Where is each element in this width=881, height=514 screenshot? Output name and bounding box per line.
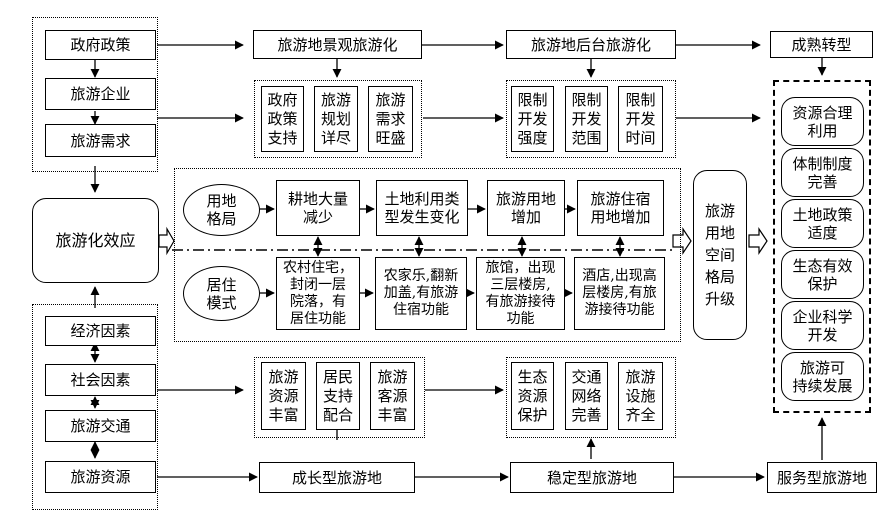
node-living-step-1: 农村住宅， 封闭一层 院落，有 居住功能 — [276, 257, 360, 330]
node-limit-range: 限制 开发 范围 — [565, 86, 608, 152]
row4-group1-frame — [254, 357, 425, 438]
node-enterprise-development: 企业科学 开发 — [781, 301, 864, 350]
node-detailed-planning: 旅游 规划 详尽 — [314, 86, 358, 152]
node-tourism-demand: 旅游需求 — [45, 124, 156, 157]
node-sustainable-tourism: 旅游可 持续发展 — [781, 352, 864, 401]
node-strong-demand: 旅游 需求 旺盛 — [368, 86, 413, 152]
node-institution-improvement: 体制制度 完善 — [781, 148, 864, 197]
node-land-step-3: 旅游用地 增加 — [487, 180, 565, 236]
node-living-step-4: 酒店,出现高 层楼房,有旅 游接待功能 — [574, 257, 665, 330]
node-resident-support: 居民 支持 配合 — [316, 362, 360, 430]
node-tourism-transport: 旅游交通 — [45, 410, 156, 442]
node-mature-transformation: 成熟转型 — [770, 31, 873, 58]
node-spatial-pattern-upgrade: 旅游 用地 空间 格局 升级 — [693, 170, 747, 340]
node-limit-intensity: 限制 开发 强度 — [511, 86, 554, 152]
left-top-factors-frame — [32, 17, 158, 172]
node-service-destination: 服务型旅游地 — [767, 462, 877, 493]
node-backstage-tourismification: 旅游地后台旅游化 — [506, 30, 676, 59]
node-stable-destination: 稳定型旅游地 — [510, 462, 674, 493]
right-outcomes-frame — [773, 80, 871, 413]
node-living-mode: 居住 模式 — [183, 266, 260, 321]
node-tourism-resources: 旅游资源 — [45, 461, 156, 493]
node-tourismification-effect: 旅游化效应 — [32, 198, 159, 283]
node-living-step-2: 农家乐,翻新 加盖,有旅游 住宿功能 — [375, 257, 467, 330]
node-land-policy-moderate: 土地政策 适度 — [781, 199, 864, 248]
node-living-step-3: 旅馆，出现 三层楼房, 有旅游接待 功能 — [476, 257, 565, 330]
node-transport-network: 交通 网络 完善 — [565, 362, 608, 430]
node-facilities-complete: 旅游 设施 齐全 — [618, 362, 663, 430]
node-government-policy: 政府政策 — [45, 30, 156, 60]
middle-process-frame — [174, 168, 681, 342]
node-eco-protection: 生态 资源 保护 — [511, 362, 554, 430]
node-resource-rational-use: 资源合理 利用 — [781, 97, 864, 146]
row2-group2-frame — [506, 80, 676, 158]
node-land-step-1: 耕地大量 减少 — [276, 180, 360, 236]
node-land-pattern: 用地 格局 — [183, 184, 260, 236]
node-landscape-tourismification: 旅游地景观旅游化 — [253, 30, 422, 59]
row4-group2-frame — [506, 357, 676, 438]
row2-group1-frame — [254, 80, 422, 158]
node-limit-time: 限制 开发 时间 — [618, 86, 663, 152]
node-land-step-4: 旅游住宿 用地增加 — [577, 180, 664, 236]
node-rich-resources: 旅游 资源 丰富 — [261, 362, 306, 430]
node-growth-destination: 成长型旅游地 — [259, 462, 415, 493]
node-economic-factors: 经济因素 — [45, 316, 156, 346]
left-bottom-factors-frame — [32, 304, 158, 510]
node-gov-policy-support: 政府 政策 支持 — [261, 86, 304, 152]
node-tourism-enterprise: 旅游企业 — [45, 78, 156, 110]
node-land-step-2: 土地利用类 型发生变化 — [376, 180, 468, 236]
node-ecological-protection: 生态有效 保护 — [781, 250, 864, 299]
node-rich-tourists: 旅游 客源 丰富 — [370, 362, 415, 430]
node-social-factors: 社会因素 — [45, 364, 156, 396]
